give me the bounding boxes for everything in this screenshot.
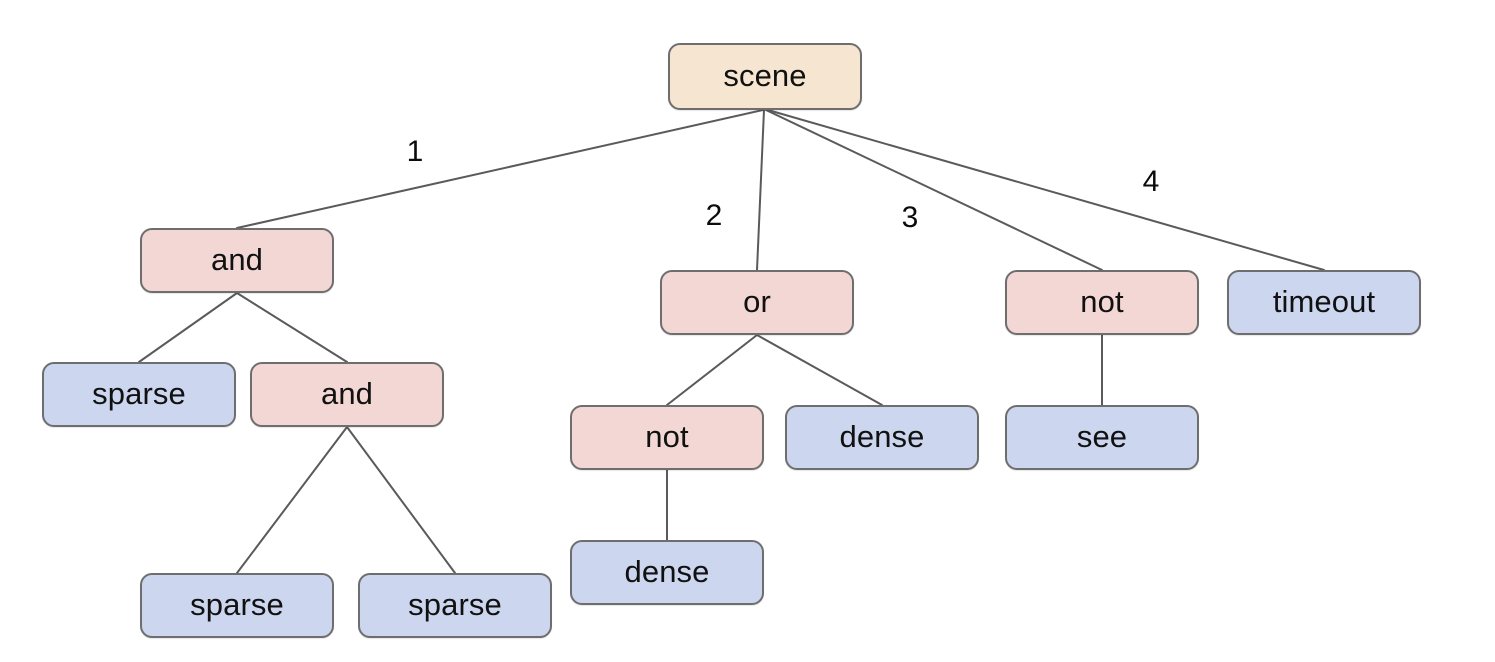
- tree-node-label: scene: [723, 58, 807, 93]
- tree-node-and1[interactable]: and: [140, 228, 334, 293]
- tree-node-label: not: [645, 419, 689, 454]
- tree-node-label: dense: [624, 554, 710, 589]
- tree-edge-scene-to-timeout: [767, 109, 1325, 271]
- tree-edge-and1-to-sparse1: [138, 292, 238, 363]
- tree-node-label: and: [210, 242, 264, 277]
- edge-label-2: 2: [705, 199, 723, 232]
- tree-node-label: see: [1076, 419, 1128, 454]
- tree-edge-or1-to-dense1: [756, 334, 883, 406]
- tree-node-label: sparse: [92, 376, 186, 411]
- tree-edge-scene-to-and1: [236, 109, 764, 229]
- tree-node-scene[interactable]: scene: [668, 43, 862, 110]
- tree-edge-and1-to-and2: [236, 292, 348, 363]
- tree-node-see[interactable]: see: [1005, 405, 1199, 470]
- tree-node-label: sparse: [408, 587, 502, 622]
- tree-node-and2[interactable]: and: [250, 362, 444, 427]
- tree-edge-scene-to-or1: [756, 109, 765, 271]
- tree-node-dense2[interactable]: dense: [570, 540, 764, 605]
- edge-label-1: 1: [406, 135, 424, 168]
- tree-node-label: dense: [839, 419, 925, 454]
- edge-label-3: 3: [901, 201, 919, 234]
- tree-node-not1[interactable]: not: [1005, 270, 1199, 335]
- tree-node-label: sparse: [190, 587, 284, 622]
- tree-node-dense1[interactable]: dense: [785, 405, 979, 470]
- tree-node-label: not: [1080, 284, 1124, 319]
- tree-node-not2[interactable]: not: [570, 405, 764, 470]
- tree-node-sparse2[interactable]: sparse: [140, 573, 334, 638]
- tree-edge-or1-to-not2: [666, 334, 758, 406]
- edge-label-4: 4: [1142, 165, 1160, 198]
- tree-node-sparse1[interactable]: sparse: [42, 362, 236, 427]
- tree-edge-and2-to-sparse2: [236, 426, 348, 574]
- tree-edge-scene-to-not1: [765, 109, 1103, 271]
- tree-node-or1[interactable]: or: [660, 270, 854, 335]
- tree-node-label: and: [320, 376, 374, 411]
- tree-node-label: or: [743, 284, 771, 319]
- tree-edge-and2-to-sparse3: [346, 426, 456, 574]
- tree-node-sparse3[interactable]: sparse: [358, 573, 552, 638]
- tree-node-timeout[interactable]: timeout: [1227, 270, 1421, 335]
- tree-node-label: timeout: [1272, 284, 1376, 319]
